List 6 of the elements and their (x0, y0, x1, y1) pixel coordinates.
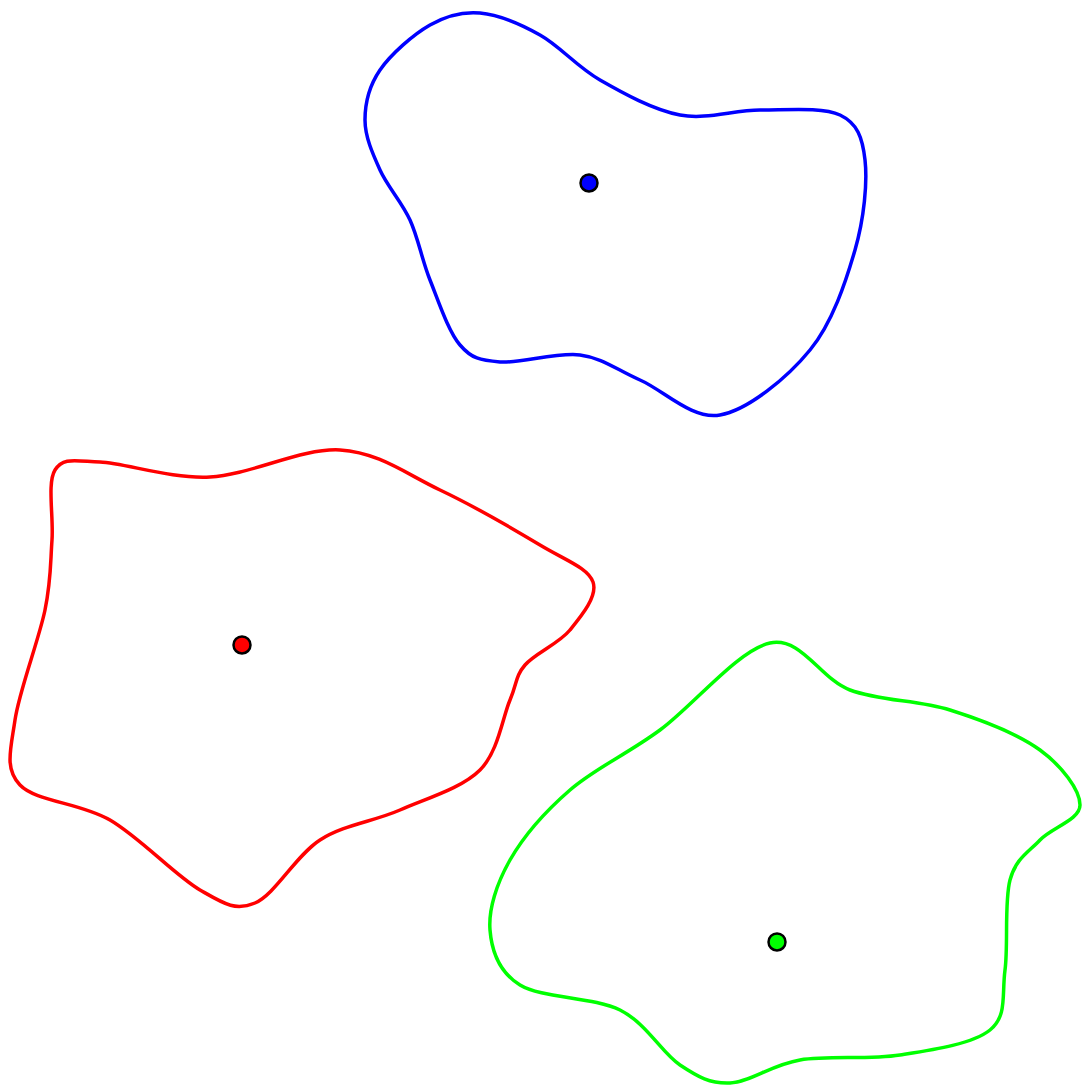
blob-outline (363, 10, 868, 418)
blob-outline (8, 448, 596, 909)
dot-marker (232, 635, 252, 655)
dot-marker (579, 173, 599, 193)
blob-outline (488, 640, 1082, 1085)
dot-marker (767, 932, 787, 952)
